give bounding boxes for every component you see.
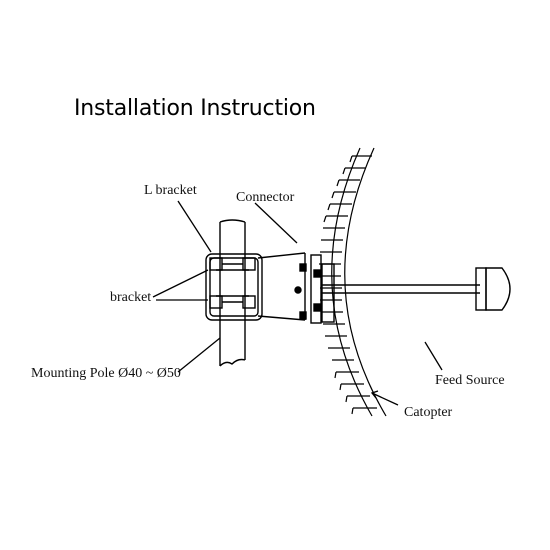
feed-source — [475, 267, 511, 311]
feed-rod — [322, 284, 480, 294]
label-bracket: bracket — [110, 290, 152, 305]
label-l-bracket: L bracket — [144, 183, 197, 198]
mounting-pole — [219, 219, 246, 367]
label-connector: Connector — [236, 190, 295, 205]
catopter-grid-dish — [319, 147, 387, 417]
pole-clamps — [209, 257, 256, 309]
label-feed-source: Feed Source — [435, 373, 505, 388]
label-catopter: Catopter — [404, 405, 453, 420]
label-mounting-pole: Mounting Pole Ø40 ~ Ø50 — [31, 366, 181, 381]
page-title: Installation Instruction — [74, 96, 316, 121]
bracket-plate — [205, 253, 263, 321]
leader-lines — [152, 200, 443, 406]
connector-arm — [257, 252, 335, 324]
